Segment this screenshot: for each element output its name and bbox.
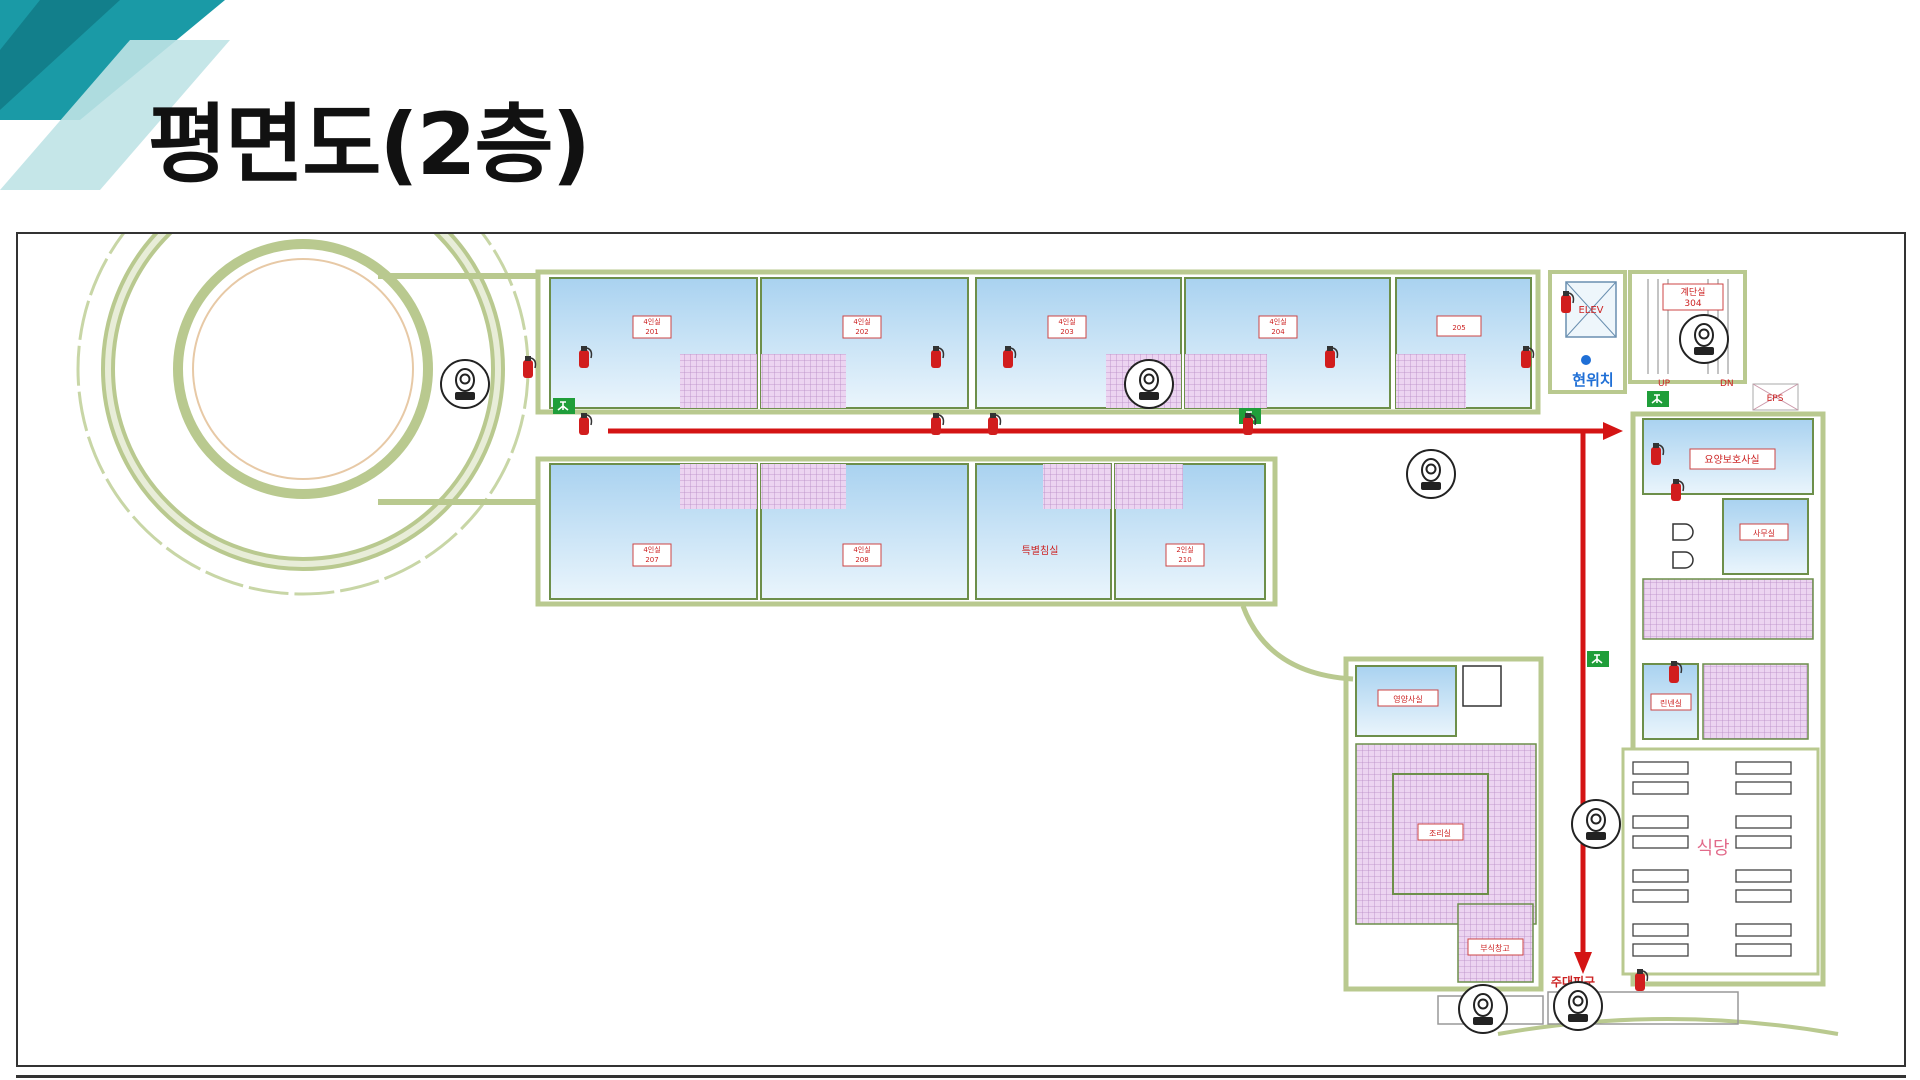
top-wing: 4인실 201 4인실 202 4인실 203 4인실 204 bbox=[535, 269, 1541, 415]
room-203-number: 203 bbox=[1060, 328, 1073, 336]
room-205: 205 bbox=[1395, 277, 1532, 409]
service-block: 요양보호사실 사무실 린넨실 bbox=[1630, 411, 1826, 987]
room-201-type: 4인실 bbox=[643, 317, 660, 326]
stair-number: 304 bbox=[1684, 299, 1701, 309]
route-arrow-down bbox=[1574, 952, 1592, 974]
cafeteria: 식당 bbox=[1621, 747, 1820, 976]
room-207: 4인실 207 bbox=[549, 463, 758, 600]
elevator-stair-core: ELEV 현위치 계단실 304 UP DN EPS bbox=[1548, 270, 1799, 411]
room-208-type: 4인실 bbox=[853, 545, 870, 554]
entrance-steps bbox=[1547, 991, 1739, 1025]
room-210-type: 2인실 bbox=[1176, 545, 1193, 554]
corridor-links bbox=[378, 273, 538, 505]
room-203-type: 4인실 bbox=[1058, 317, 1075, 326]
room-special: 특별침실 bbox=[975, 463, 1112, 600]
curved-connector bbox=[1240, 605, 1354, 682]
exit-sign-icon bbox=[552, 397, 576, 415]
room-204-number: 204 bbox=[1271, 328, 1285, 336]
room-208: 4인실 208 bbox=[760, 463, 969, 600]
exit-sign-icon bbox=[1586, 650, 1610, 668]
here-marker bbox=[1581, 355, 1591, 365]
camera-360-icon bbox=[1553, 981, 1603, 1031]
corner-decoration bbox=[0, 0, 230, 190]
small-room-label: 린넨실 bbox=[1660, 698, 1682, 708]
room-204: 4인실 204 bbox=[1184, 277, 1391, 409]
bottom-rule bbox=[16, 1075, 1906, 1078]
room-207-type: 4인실 bbox=[643, 545, 660, 554]
camera-360-icon bbox=[1458, 984, 1508, 1034]
room-208-number: 208 bbox=[855, 556, 868, 564]
stair-label: 계단실 bbox=[1681, 286, 1706, 298]
exit-sign-icon bbox=[1646, 390, 1670, 408]
eps-label: EPS bbox=[1767, 394, 1784, 404]
camera-360-icon bbox=[440, 359, 490, 409]
dn-label: DN bbox=[1720, 379, 1734, 389]
food-storage-label: 부식창고 bbox=[1480, 944, 1509, 953]
room-202-type: 4인실 bbox=[853, 317, 870, 326]
camera-360-icon bbox=[1124, 359, 1174, 409]
room-202: 4인실 202 bbox=[760, 277, 969, 409]
kitchen-label: 조리실 bbox=[1429, 828, 1451, 838]
room-201-number: 201 bbox=[645, 328, 658, 336]
up-label: UP bbox=[1658, 379, 1671, 389]
room-205-number: 205 bbox=[1452, 324, 1465, 332]
elev-label: ELEV bbox=[1578, 305, 1603, 316]
floor-plan: 4인실 201 4인실 202 4인실 203 4인실 204 bbox=[76, 142, 1839, 1036]
room-202-number: 202 bbox=[855, 328, 868, 336]
room-204-type: 4인실 bbox=[1269, 317, 1286, 326]
route-arrow-right bbox=[1603, 422, 1623, 440]
camera-360-icon bbox=[1406, 449, 1456, 499]
floor-plan-frame: 4인실 201 4인실 202 4인실 203 4인실 204 bbox=[16, 142, 1906, 1067]
cafeteria-label: 식당 bbox=[1696, 838, 1729, 859]
room-special-type: 특별침실 bbox=[1022, 545, 1059, 557]
page-title: 평면도(2층) bbox=[148, 95, 591, 195]
room-201: 4인실 201 bbox=[549, 277, 758, 409]
bottom-wing: 4인실 207 4인실 208 특별침실 2인실 210 bbox=[535, 456, 1278, 607]
room-210-number: 210 bbox=[1178, 556, 1191, 564]
nutrition-room-label: 영양사실 bbox=[1393, 694, 1422, 704]
entrance-arc bbox=[1497, 1017, 1839, 1036]
room-210: 2인실 210 bbox=[1114, 463, 1266, 600]
office-small-label: 사무실 bbox=[1753, 528, 1775, 538]
kitchen-block: 영양사실 조리실 부식창고 bbox=[1343, 656, 1544, 992]
camera-360-icon bbox=[1679, 314, 1729, 364]
cafeteria-tables bbox=[1632, 761, 1792, 957]
nurse-station-label: 요양보호사실 bbox=[1704, 454, 1759, 466]
room-207-number: 207 bbox=[645, 556, 658, 564]
camera-360-icon bbox=[1571, 799, 1621, 849]
current-location-label: 현위치 bbox=[1572, 371, 1613, 389]
